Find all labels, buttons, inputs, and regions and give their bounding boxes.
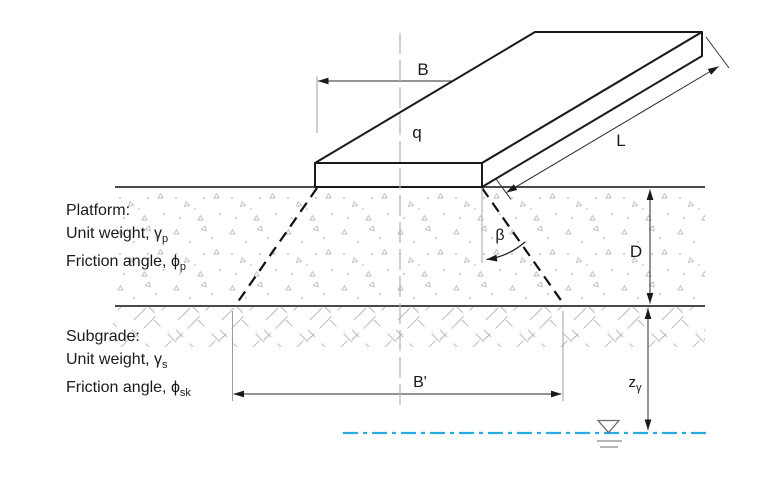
footing-slab [314,31,703,188]
subgrade-unit-weight: Unit weight, γs [66,350,168,371]
platform-unit-weight: Unit weight, γp [66,224,169,245]
subgrade-hatch-texture [113,307,705,347]
label-water-depth-sub: γ [636,382,642,394]
label-load-spread-angle: β [495,227,505,244]
label-applied-pressure: q [412,123,422,142]
label-spread-width: B' [413,374,427,391]
subgrade-friction-angle: Friction angle, ϕsk [66,378,191,399]
platform-friction-angle: Friction angle, ϕp [66,252,187,273]
load-arrows [0,157,8,191]
dimension-line-L [506,66,719,193]
platform-fill-texture [115,188,705,305]
platform-heading: Platform: [66,202,131,219]
label-water-depth-main: z [628,374,637,391]
load-spread-line-left [234,187,318,307]
subgrade-heading: Subgrade: [66,328,140,345]
platform-annotation: Platform: Unit weight, γp Friction angle… [66,200,186,278]
label-footing-width: B [417,60,429,79]
extension-line-L-far [705,36,730,69]
load-spread-line-right [481,187,566,307]
water-table-icon [596,419,622,448]
footing-front-face [314,162,483,188]
beta-angle-arc-arrow [486,241,526,262]
subgrade-annotation: Subgrade: Unit weight, γs Friction angle… [66,326,191,404]
label-platform-thickness: D [629,242,643,261]
label-footing-length: L [616,131,626,150]
footing-top-face [314,31,703,164]
label-water-depth: zγ [629,375,642,394]
